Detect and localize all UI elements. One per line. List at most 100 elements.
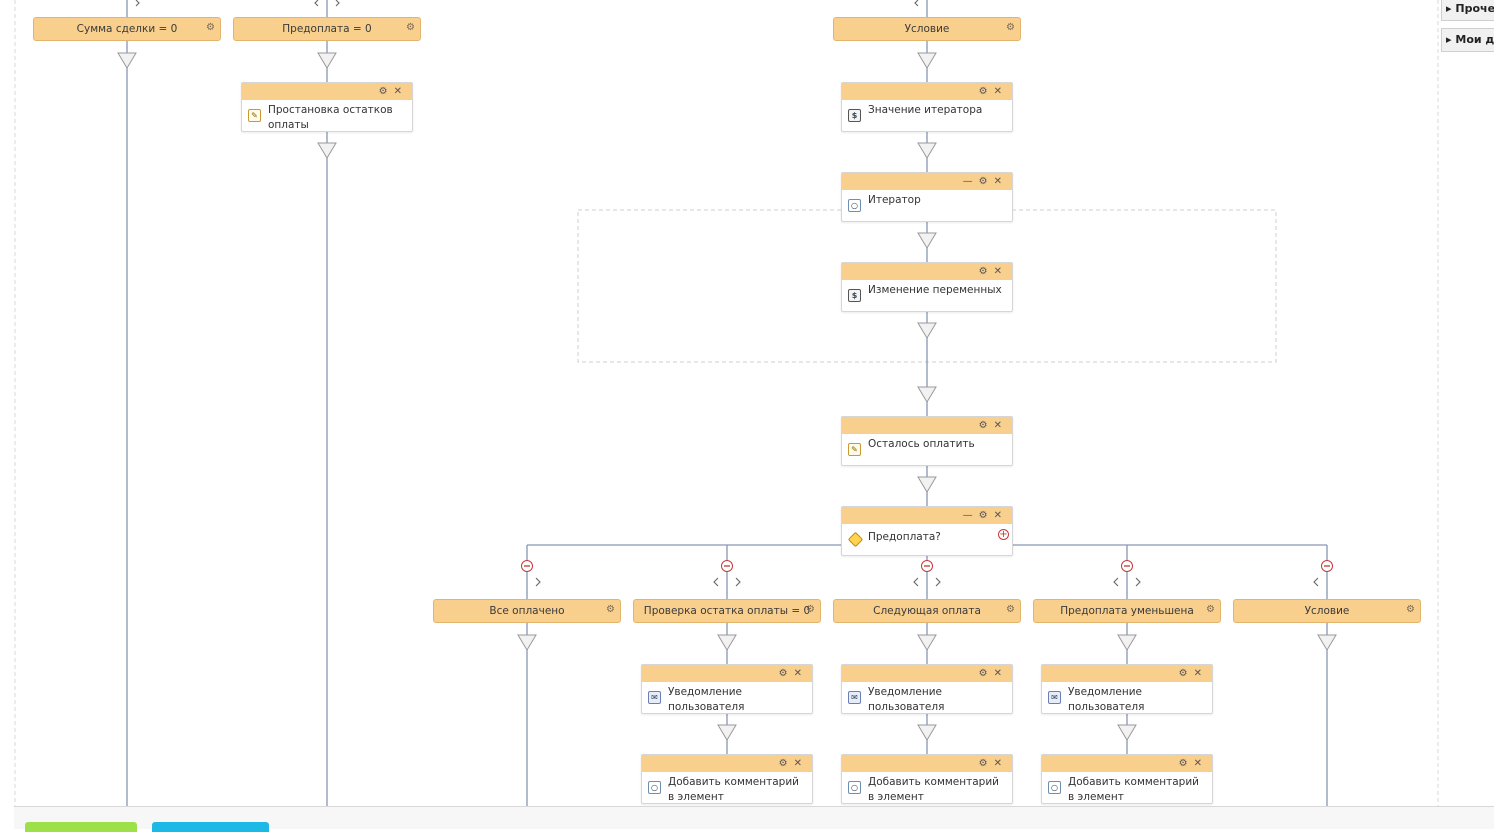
minimize-icon[interactable]: — xyxy=(962,510,979,521)
close-icon[interactable]: ✕ xyxy=(793,758,808,769)
activity-header: ⚙✕ xyxy=(642,755,812,772)
close-icon[interactable]: ✕ xyxy=(393,86,408,97)
activity-controls[interactable]: ⚙✕ xyxy=(779,665,808,682)
activity-controls[interactable]: —⚙✕ xyxy=(963,173,1008,190)
gear-icon[interactable]: ⚙ xyxy=(1206,604,1215,615)
close-icon[interactable]: ✕ xyxy=(793,668,808,679)
activity-header: ⚙✕ xyxy=(842,83,1012,100)
activity-prepayment-question[interactable]: —⚙✕ Предоплата? + xyxy=(841,506,1013,556)
gear-icon[interactable]: ⚙ xyxy=(806,604,815,615)
gear-icon[interactable]: ⚙ xyxy=(1178,758,1194,769)
condition-check-remaining[interactable]: Проверка остатка оплаты = 0 ⚙ xyxy=(633,599,821,623)
close-icon[interactable]: ✕ xyxy=(993,510,1008,521)
activity-label: Итератор xyxy=(868,194,921,206)
comment-icon: ○ xyxy=(648,781,661,794)
gear-icon[interactable]: ⚙ xyxy=(406,22,415,33)
message-icon: ✉ xyxy=(848,691,861,704)
close-icon[interactable]: ✕ xyxy=(993,266,1008,277)
activity-controls[interactable]: ⚙✕ xyxy=(779,755,808,772)
close-icon[interactable]: ✕ xyxy=(993,668,1008,679)
activity-label: Осталось оплатить xyxy=(868,438,975,450)
activity-header: ⚙✕ xyxy=(242,83,412,100)
secondary-button[interactable] xyxy=(152,822,269,832)
activity-controls[interactable]: ⚙✕ xyxy=(979,665,1008,682)
message-icon: ✉ xyxy=(648,691,661,704)
gear-icon[interactable]: ⚙ xyxy=(978,176,994,187)
gear-icon[interactable]: ⚙ xyxy=(778,668,794,679)
close-icon[interactable]: ✕ xyxy=(993,420,1008,431)
condition-label: Все оплачено xyxy=(489,605,565,617)
close-icon[interactable]: ✕ xyxy=(993,176,1008,187)
activity-controls[interactable]: ⚙✕ xyxy=(979,755,1008,772)
activity-header: ⚙✕ xyxy=(1042,755,1212,772)
activity-label: Уведомление пользователя xyxy=(668,686,745,713)
activity-header: —⚙✕ xyxy=(842,507,1012,524)
condition-label: Условие xyxy=(1304,605,1350,617)
activity-controls[interactable]: ⚙✕ xyxy=(1179,665,1208,682)
calculator-icon: $ xyxy=(848,289,861,302)
condition-all-paid[interactable]: Все оплачено ⚙ xyxy=(433,599,621,623)
condition-label: Условие xyxy=(904,23,950,35)
activity-controls[interactable]: ⚙✕ xyxy=(979,417,1008,434)
activity-controls[interactable]: ⚙✕ xyxy=(379,83,408,100)
gear-icon[interactable]: ⚙ xyxy=(978,86,994,97)
save-button[interactable] xyxy=(25,822,137,832)
close-icon[interactable]: ✕ xyxy=(993,758,1008,769)
activity-controls[interactable]: ⚙✕ xyxy=(1179,755,1208,772)
side-item-my[interactable]: ▸ Мои д xyxy=(1441,28,1494,52)
activity-label: Уведомление пользователя xyxy=(1068,686,1145,713)
branch-move-chevrons xyxy=(135,0,1319,587)
gear-icon[interactable]: ⚙ xyxy=(1006,604,1015,615)
activity-notify-user-1[interactable]: ⚙✕ ✉ Уведомление пользователя xyxy=(641,664,813,714)
gear-icon[interactable]: ⚙ xyxy=(1178,668,1194,679)
side-item-other[interactable]: ▸ Проче xyxy=(1441,0,1494,21)
activity-controls[interactable]: ⚙✕ xyxy=(979,263,1008,280)
close-icon[interactable]: ✕ xyxy=(1193,758,1208,769)
gear-icon[interactable]: ⚙ xyxy=(978,266,994,277)
gear-icon[interactable]: ⚙ xyxy=(978,420,994,431)
edit-document-icon: ✎ xyxy=(248,109,261,122)
condition-deal-sum-zero[interactable]: Сумма сделки = 0 ⚙ xyxy=(33,17,221,41)
close-icon[interactable]: ✕ xyxy=(1193,668,1208,679)
activity-notify-user-3[interactable]: ⚙✕ ✉ Уведомление пользователя xyxy=(1041,664,1213,714)
activity-controls[interactable]: —⚙✕ xyxy=(963,507,1008,524)
side-item-label: Мои д xyxy=(1455,33,1494,46)
activity-header: ⚙✕ xyxy=(842,755,1012,772)
activity-left-to-pay[interactable]: ⚙✕ ✎ Осталось оплатить xyxy=(841,416,1013,466)
condition-prepay-zero[interactable]: Предоплата = 0 ⚙ xyxy=(233,17,421,41)
activity-label: Добавить комментарий в элемент xyxy=(1068,776,1199,803)
minimize-icon[interactable]: — xyxy=(962,176,979,187)
activity-add-comment-1[interactable]: ⚙✕ ○ Добавить комментарий в элемент xyxy=(641,754,813,804)
close-icon[interactable]: ✕ xyxy=(993,86,1008,97)
activity-controls[interactable]: ⚙✕ xyxy=(979,83,1008,100)
activity-change-variables[interactable]: ⚙✕ $ Изменение переменных xyxy=(841,262,1013,312)
activity-label: Добавить комментарий в элемент xyxy=(668,776,799,803)
condition-next-payment[interactable]: Следующая оплата ⚙ xyxy=(833,599,1021,623)
condition-top[interactable]: Условие ⚙ xyxy=(833,17,1021,41)
activity-set-remaining[interactable]: ⚙✕ ✎ Простановка остатков оплаты xyxy=(241,82,413,132)
gear-icon[interactable]: ⚙ xyxy=(378,86,394,97)
activity-iterator[interactable]: —⚙✕ ○ Итератор xyxy=(841,172,1013,222)
gear-icon[interactable]: ⚙ xyxy=(978,668,994,679)
gear-icon[interactable]: ⚙ xyxy=(1006,22,1015,33)
activity-label: Добавить комментарий в элемент xyxy=(868,776,999,803)
activity-add-comment-3[interactable]: ⚙✕ ○ Добавить комментарий в элемент xyxy=(1041,754,1213,804)
gear-icon[interactable]: ⚙ xyxy=(606,604,615,615)
gear-icon[interactable]: ⚙ xyxy=(1406,604,1415,615)
expand-arrow-icon: ▸ xyxy=(1446,33,1452,46)
gear-icon[interactable]: ⚙ xyxy=(978,510,994,521)
gear-icon[interactable]: ⚙ xyxy=(978,758,994,769)
condition-label: Следующая оплата xyxy=(873,605,981,617)
activity-header: ⚙✕ xyxy=(842,417,1012,434)
activity-iterator-value[interactable]: ⚙✕ $ Значение итератора xyxy=(841,82,1013,132)
gear-icon[interactable]: ⚙ xyxy=(206,22,215,33)
gear-icon[interactable]: ⚙ xyxy=(778,758,794,769)
activity-notify-user-2[interactable]: ⚙✕ ✉ Уведомление пользователя xyxy=(841,664,1013,714)
activity-add-comment-2[interactable]: ⚙✕ ○ Добавить комментарий в элемент xyxy=(841,754,1013,804)
activity-label: Простановка остатков оплаты xyxy=(268,104,393,131)
condition-prepay-reduced[interactable]: Предоплата уменьшена ⚙ xyxy=(1033,599,1221,623)
add-branch-icon[interactable]: + xyxy=(998,529,1009,540)
condition-bottom[interactable]: Условие ⚙ xyxy=(1233,599,1421,623)
